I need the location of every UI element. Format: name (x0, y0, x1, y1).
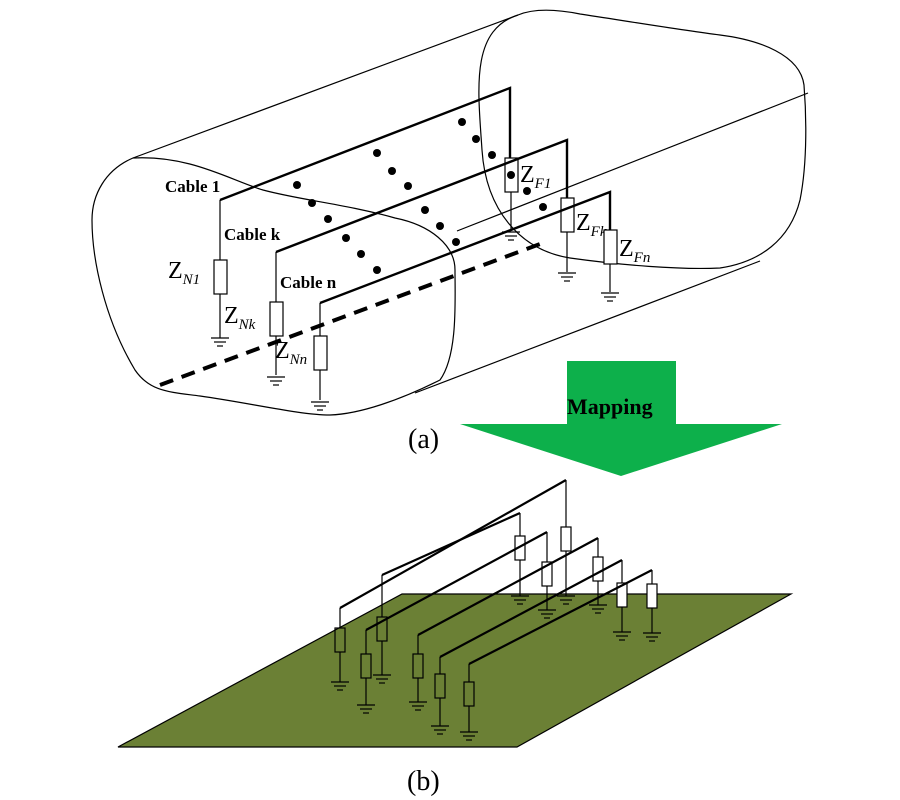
ground-icon (331, 681, 349, 691)
panel-b-cables (331, 479, 661, 741)
ground-icon (409, 701, 427, 711)
near-impedance-label: ZNk (224, 303, 256, 333)
cable-1-label: Cable 1 (165, 177, 220, 196)
panel-b-cable (409, 537, 607, 711)
far-impedance-label: ZF1 (520, 162, 551, 192)
far-impedance-resistor (560, 526, 572, 552)
caption-b: (b) (407, 766, 440, 797)
ground-icon (589, 604, 607, 614)
near-impedance-resistor (313, 335, 328, 371)
ground-icon (613, 631, 631, 641)
cable-conductor (381, 511, 521, 577)
panel-b-cable (460, 569, 661, 741)
cylinder-bottom-edge (414, 260, 761, 394)
cable-conductor (439, 559, 623, 658)
ground-icon (460, 731, 478, 741)
caption-a: (a) (408, 424, 439, 455)
arrow-down-icon (460, 361, 782, 476)
ground-icon (601, 292, 619, 302)
cable-1: Cable 1 ZN1 ZF1 (165, 86, 551, 347)
ground-icon (538, 609, 556, 619)
cylinder-axis-line (456, 92, 809, 232)
mapping-label: Mapping (567, 394, 653, 419)
cable-n-label: Cable n (280, 273, 337, 292)
cable-k-label: Cable k (224, 225, 281, 244)
cylinder-top-edge (132, 14, 519, 159)
cable-k: Cable k ZNk ZFk (224, 138, 607, 386)
ground-icon (311, 401, 329, 411)
ground-icon (558, 272, 576, 282)
cable-k-conductor (275, 138, 569, 254)
ground-icon (511, 595, 529, 605)
near-impedance-label: ZNn (275, 338, 307, 368)
near-impedance-label: ZN1 (168, 258, 200, 288)
cable-conductor (365, 531, 548, 631)
ground-icon (643, 632, 661, 642)
panel-a: Cable 1 ZN1 ZF1 (91, 9, 809, 455)
ground-icon (357, 704, 375, 714)
ellipsis-dots (293, 118, 547, 274)
far-impedance-label: ZFn (619, 236, 650, 266)
cable-conductor (468, 569, 653, 665)
far-end-cross-section (478, 9, 807, 270)
panel-b-cable (373, 511, 529, 684)
ground-plane (117, 593, 794, 748)
near-impedance-resistor (269, 301, 284, 337)
panel-b: (b) (117, 479, 794, 797)
far-impedance-resistor (560, 197, 575, 233)
panel-b-cable (357, 531, 556, 714)
cable-n: Cable n ZNn ZFn (275, 190, 650, 411)
far-impedance-resistor (603, 229, 618, 265)
cable-n-conductor (319, 190, 612, 305)
cable-1-conductor (219, 86, 512, 202)
far-impedance-resistor (646, 583, 658, 609)
near-impedance-resistor (213, 259, 228, 295)
far-impedance-resistor (592, 556, 604, 582)
ground-icon (211, 337, 229, 347)
ground-icon (557, 595, 575, 605)
far-impedance-label: ZFk (576, 210, 607, 240)
ground-icon (431, 725, 449, 735)
ground-icon (267, 376, 285, 386)
ground-icon (373, 674, 391, 684)
panel-b-cable (431, 559, 631, 735)
mapping-arrow: Mapping (460, 361, 782, 476)
cable-conductor (417, 537, 599, 636)
